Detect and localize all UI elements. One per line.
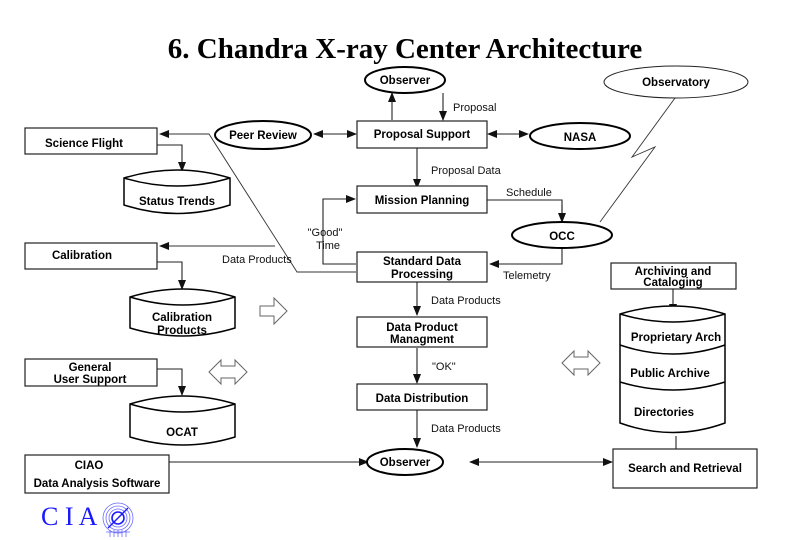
node-standard-data-processing[interactable]: Standard Data Processing bbox=[356, 251, 488, 283]
edge-label-data-products-sdp: Data Products bbox=[431, 295, 501, 307]
node-science-flight[interactable]: Science Flight bbox=[24, 127, 158, 155]
node-archiving-cataloging[interactable]: Archiving and Cataloging bbox=[610, 262, 737, 290]
edge-label-good-time-line-2: Time bbox=[316, 240, 340, 252]
node-label: Mission Planning bbox=[375, 195, 470, 207]
node-label: Calibration bbox=[52, 250, 112, 262]
edge-science-flight-to-status-trends bbox=[157, 144, 186, 172]
node-label: OCC bbox=[549, 231, 575, 243]
node-label-line-1: Standard Data bbox=[383, 256, 462, 268]
edge-gus-to-ocat bbox=[157, 368, 186, 396]
ciao-logo: C I A bbox=[41, 502, 134, 537]
node-label: Observer bbox=[380, 75, 431, 87]
node-label-line-2: Data Analysis Software bbox=[34, 478, 161, 490]
node-label-line-1: Data Product bbox=[386, 322, 458, 334]
node-label: Observer bbox=[380, 457, 431, 469]
hollow-double-arrow-icon bbox=[561, 349, 601, 377]
edge-label-proposal: Proposal bbox=[453, 102, 496, 114]
edge-sdp-to-science-flight bbox=[159, 130, 356, 273]
edge-label-ok: "OK" bbox=[432, 361, 456, 373]
node-label-line-1: CIAO bbox=[75, 460, 104, 472]
lightning-bolt-icon bbox=[599, 97, 676, 223]
node-label-line-1: General bbox=[69, 362, 112, 374]
edge-label-data-products-left: Data Products bbox=[222, 254, 292, 266]
node-label: Observatory bbox=[642, 77, 710, 89]
node-occ[interactable]: OCC bbox=[511, 221, 613, 249]
edge-good-time bbox=[322, 195, 356, 265]
node-label-line-2: Processing bbox=[391, 269, 453, 281]
node-status-trends[interactable]: Status Trends bbox=[123, 169, 231, 215]
node-label: Peer Review bbox=[229, 130, 297, 142]
node-general-user-support[interactable]: General User Support bbox=[24, 358, 158, 387]
node-mission-planning[interactable]: Mission Planning bbox=[356, 185, 488, 214]
node-label: Science Flight bbox=[45, 138, 123, 150]
node-label-line-2: User Support bbox=[54, 374, 127, 386]
node-label-line-1: Archiving and bbox=[635, 266, 712, 278]
edge-calibration-to-products bbox=[157, 261, 186, 290]
page-title: 6. Chandra X-ray Center Architecture bbox=[168, 33, 643, 65]
node-label: Data Distribution bbox=[376, 393, 469, 405]
node-proposal-support[interactable]: Proposal Support bbox=[356, 120, 488, 149]
edge-schedule-to-mission-planning bbox=[477, 196, 563, 220]
node-data-product-management[interactable]: Data Product Managment bbox=[356, 316, 488, 348]
node-label-line-2: Cataloging bbox=[643, 277, 702, 289]
node-ciao[interactable]: CIAO Data Analysis Software bbox=[24, 454, 170, 494]
node-label: Search and Retrieval bbox=[628, 463, 742, 475]
hollow-right-arrow-icon bbox=[259, 296, 288, 326]
node-data-distribution[interactable]: Data Distribution bbox=[356, 383, 488, 411]
edge-label-telemetry: Telemetry bbox=[503, 270, 551, 282]
node-peer-review[interactable]: Peer Review bbox=[214, 120, 312, 150]
node-observer-bottom[interactable]: Observer bbox=[366, 448, 444, 476]
node-calibration-products[interactable]: Calibration Products bbox=[129, 288, 236, 337]
node-label: Proposal Support bbox=[374, 129, 471, 141]
edge-label-schedule: Schedule bbox=[506, 187, 552, 199]
node-ocat[interactable]: OCAT bbox=[129, 395, 236, 446]
node-archive-store[interactable]: Proprietary Arch Public Archive Director… bbox=[619, 305, 726, 434]
node-label-line-1: Calibration bbox=[152, 312, 212, 324]
node-label: NASA bbox=[564, 132, 597, 144]
node-label: OCAT bbox=[166, 427, 198, 439]
node-observatory[interactable]: Observatory bbox=[603, 65, 749, 99]
edge-telemetry bbox=[489, 248, 563, 268]
node-label-line-2: Managment bbox=[390, 334, 454, 346]
connectors bbox=[157, 92, 677, 466]
archive-section-public: Public Archive bbox=[630, 368, 709, 380]
node-label-line-2: Products bbox=[157, 325, 207, 337]
hollow-double-arrow-icon bbox=[208, 358, 248, 386]
archive-section-proprietary: Proprietary Arch bbox=[631, 332, 721, 344]
chandra-telescope-icon bbox=[102, 502, 134, 537]
edge-label-good-time-line-1: "Good" bbox=[308, 227, 343, 239]
node-nasa[interactable]: NASA bbox=[529, 122, 631, 150]
archive-section-directories: Directories bbox=[634, 407, 694, 419]
edge-label-proposal-data: Proposal Data bbox=[431, 165, 502, 177]
node-calibration[interactable]: Calibration bbox=[24, 242, 158, 270]
edge-label-data-products-dist: Data Products bbox=[431, 423, 501, 435]
node-label: Status Trends bbox=[139, 196, 215, 208]
ciao-logo-text: C I A bbox=[41, 502, 98, 531]
node-search-retrieval[interactable]: Search and Retrieval bbox=[612, 448, 758, 489]
node-observer-top[interactable]: Observer bbox=[364, 66, 446, 94]
